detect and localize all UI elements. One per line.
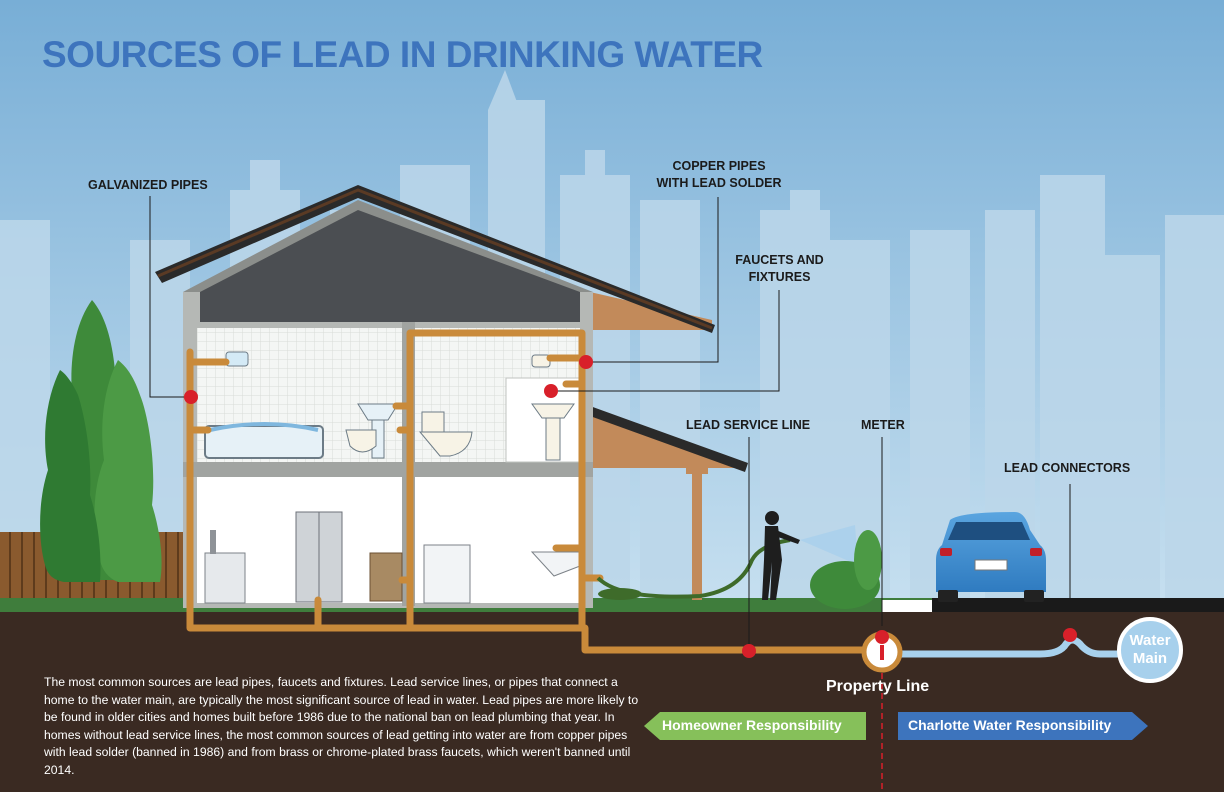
road	[932, 598, 1224, 612]
water-main-line1: Water	[1129, 632, 1171, 649]
callout-lead-service-line: LEAD SERVICE LINE	[686, 417, 810, 434]
callout-copper-pipes: COPPER PIPES WITH LEAD SOLDER	[654, 158, 784, 192]
evergreen-trees	[40, 300, 162, 582]
callout-galvanized-pipes: GALVANIZED PIPES	[88, 177, 208, 194]
fixtures	[204, 351, 581, 604]
parked-car	[936, 512, 1046, 602]
water-main-line2: Main	[1132, 650, 1168, 667]
callout-galvanized-label: GALVANIZED PIPES	[88, 178, 208, 192]
callout-faucets: FAUCETS AND FIXTURES	[722, 252, 837, 286]
water-spray	[800, 525, 858, 565]
homeowner-responsibility-label: Homeowner Responsibility	[662, 717, 842, 733]
person-watering	[762, 511, 800, 600]
callout-copper-line2: WITH LEAD SOLDER	[656, 176, 782, 190]
callout-service-label: LEAD SERVICE LINE	[686, 418, 811, 432]
callout-meter: METER	[861, 417, 905, 434]
ground	[0, 612, 1224, 792]
property-line-label: Property Line	[826, 678, 930, 695]
callout-meter-label: METER	[861, 418, 905, 432]
explanatory-text: The most common sources are lead pipes, …	[44, 675, 639, 777]
callout-copper-line1: COPPER PIPES	[672, 159, 766, 173]
sidewalk	[882, 600, 932, 612]
water-main-node	[1117, 617, 1183, 683]
charlotte-responsibility-label: Charlotte Water Responsibility	[908, 717, 1112, 733]
bushes	[810, 530, 882, 609]
water-main-label: Water Main	[1119, 632, 1181, 668]
callout-leader-lines	[149, 196, 1071, 651]
lead-source-markers	[184, 355, 1077, 658]
callout-faucets-line2: FIXTURES	[748, 270, 811, 284]
garden-hose	[596, 538, 791, 600]
homeowner-arrow	[644, 712, 866, 740]
copper-pipe-network	[186, 329, 874, 654]
water-meter	[861, 630, 903, 673]
callout-faucets-line1: FAUCETS AND	[735, 253, 824, 267]
callout-lead-connectors: LEAD CONNECTORS	[1004, 460, 1130, 477]
charlotte-arrow	[898, 712, 1148, 740]
page-title: SOURCES OF LEAD IN DRINKING WATER	[42, 34, 763, 75]
callout-connectors-label: LEAD CONNECTORS	[1004, 461, 1131, 475]
